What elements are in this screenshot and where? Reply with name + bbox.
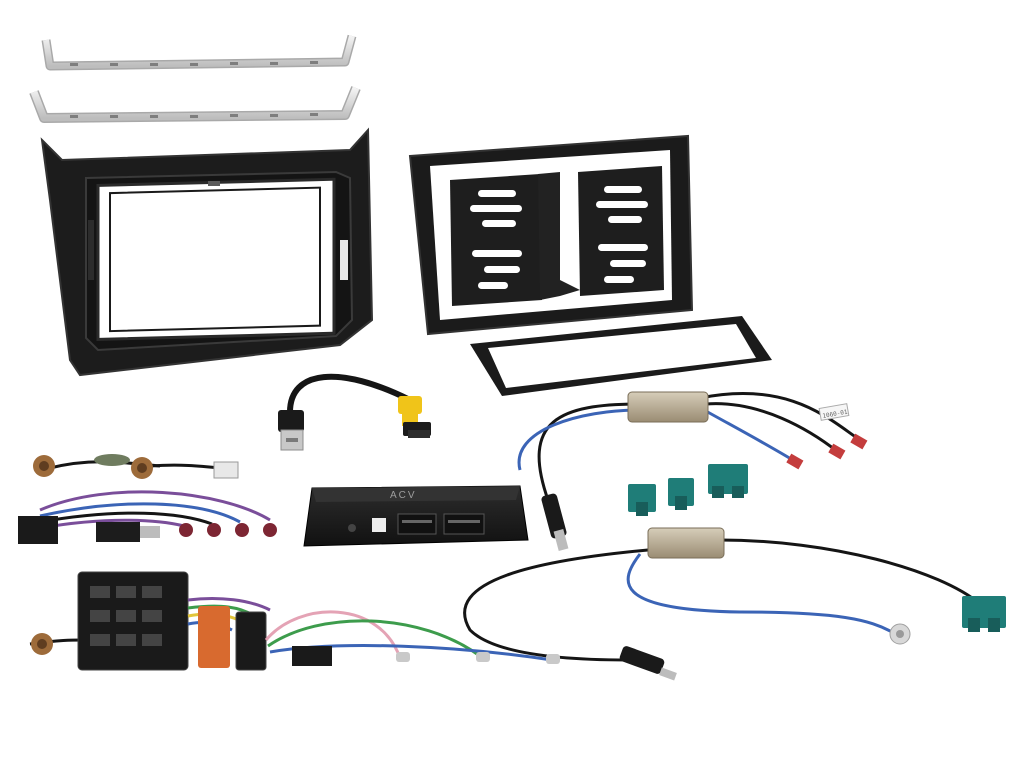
antenna-din-socket (889, 623, 911, 645)
fakra-connector (786, 433, 868, 470)
antenna-adapter-cable (463, 527, 1006, 681)
quadlock-adapter (29, 571, 560, 671)
fakra-connector (962, 596, 1006, 632)
mounting-rail (29, 86, 361, 123)
tag-label: 1060-01 (822, 409, 848, 420)
antenna-adapter-cable: 1060-01 (517, 391, 868, 551)
steering-wheel-interface-box: ACV (303, 485, 529, 547)
mounting-rail (41, 34, 357, 71)
fakra-connector (628, 484, 656, 516)
antenna-din-plug (541, 493, 569, 551)
double-din-cage-frame (408, 134, 694, 336)
antenna-din-plug (131, 457, 153, 479)
antenna-din-plug (33, 455, 55, 477)
fakra-connector (708, 464, 748, 498)
fakra-connector (668, 478, 694, 510)
antenna-din-plug (619, 646, 677, 681)
usb-adapter-cable (278, 373, 431, 451)
interface-brand-label: ACV (390, 490, 417, 501)
iso-harness (18, 454, 277, 544)
antenna-din-plug (31, 633, 53, 655)
double-din-fascia (40, 127, 374, 377)
trim-ring (470, 316, 772, 396)
